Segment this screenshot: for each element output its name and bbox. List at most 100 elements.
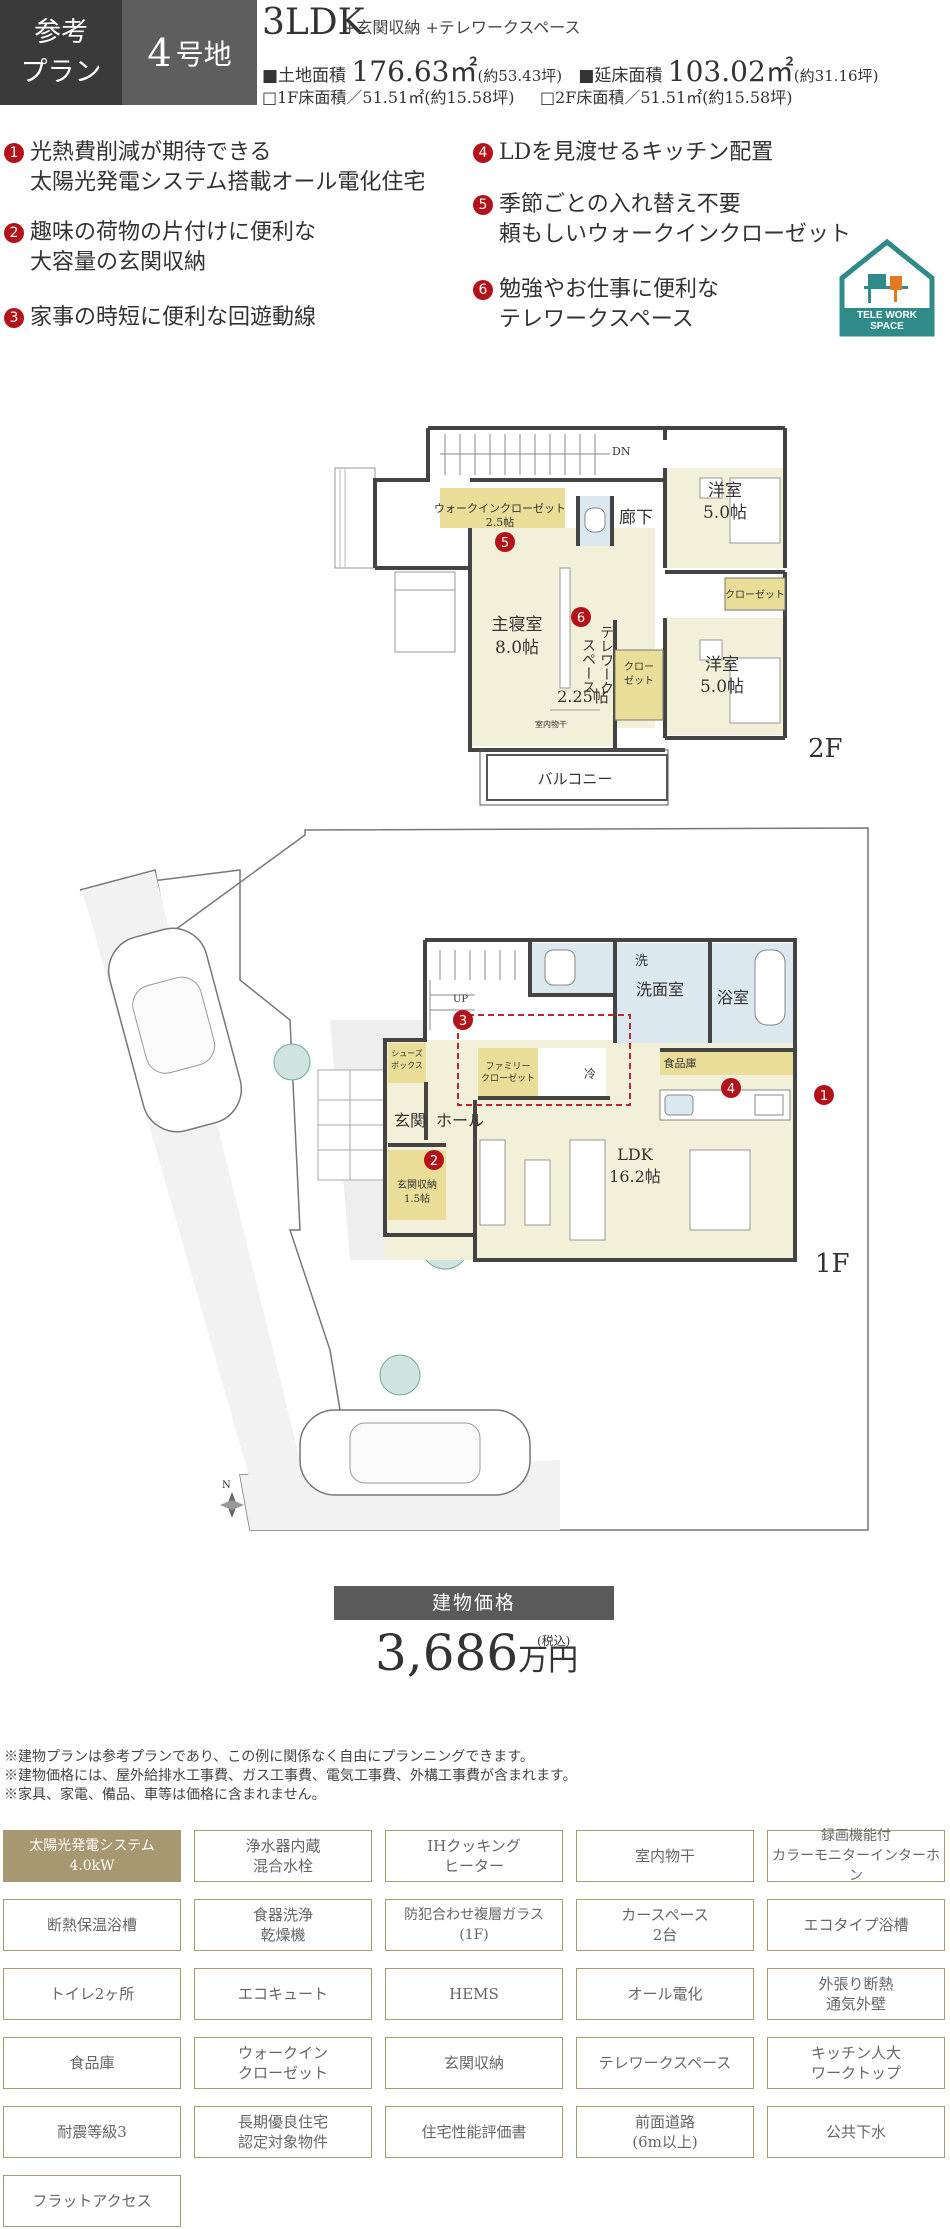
bathroom-label: 浴室 <box>717 988 749 1007</box>
western-room1-size: 5.0帖 <box>703 503 747 523</box>
floor2-plan: DN ウォークインクローゼット 2.5帖 廊下 洋室 5.0帖 クローゼット 主… <box>334 426 843 806</box>
equipment-item: トイレ2ヶ所 <box>3 1968 181 2020</box>
ldk-size: 16.2帖 <box>609 1167 661 1186</box>
note-line: ※建物プランは参考プランであり、この例に関係なく自由にプランニングできます。 <box>4 1749 534 1765</box>
indoor-dry-label: 室内物干 <box>535 719 567 729</box>
equipment-item: カースペース 2台 <box>576 1899 754 1951</box>
north-label: N <box>222 1480 231 1491</box>
equipment-item: 食器洗浄 乾燥機 <box>194 1899 372 1951</box>
marker-5 <box>495 532 515 552</box>
equipment-item: ウォークイン クローゼット <box>194 2037 372 2089</box>
feature-number: 3 <box>4 308 24 328</box>
washroom-label: 洗面室 <box>636 980 684 999</box>
land-area-tsubo: (約53.43坪) <box>477 67 563 85</box>
chair-desk-icon <box>864 274 908 303</box>
equipment-item: エコキュート <box>194 1968 372 2020</box>
equipment-item: 食品庫 <box>3 2037 181 2089</box>
feature-text-2: 大容量の玄関収納 <box>30 250 207 275</box>
marker-2 <box>424 1150 444 1170</box>
equipment-item: 耐震等級3 <box>3 2106 181 2158</box>
feature-text: 季節ごとの入れ替え不要 <box>499 192 741 217</box>
layout-extra: +玄関収納 +テレワークスペース <box>343 18 581 37</box>
equipment-item: オール電化 <box>576 1968 754 2020</box>
feature-text: 勉強やお仕事に便利な <box>499 277 720 302</box>
price-label: 建物価格 <box>334 1586 614 1620</box>
feature-text: 趣味の荷物の片付けに便利な <box>30 220 317 245</box>
price-unit: 万円 <box>518 1643 579 1678</box>
layout-title: 3LDK <box>262 2 365 43</box>
land-area-label: ■土地面積 <box>262 66 347 86</box>
car-2 <box>299 1409 531 1496</box>
floor-area-tsubo: (約31.16坪) <box>793 67 879 85</box>
family-closet-label: ファミリー <box>485 1062 530 1072</box>
equipment-item: テレワークスペース <box>576 2037 754 2089</box>
telework-space-badge: TELE WORK SPACE <box>839 238 935 337</box>
tag-line2: プラン <box>20 56 102 88</box>
floor1-area: □1F床面積／51.51㎡(約15.58坪) <box>262 88 515 107</box>
shoes-box-label-2: ボックス <box>391 1061 423 1070</box>
price-value: 3,686 <box>375 1624 519 1682</box>
closet2-label: クロー <box>624 661 654 673</box>
floor-plans: DN ウォークインクローゼット 2.5帖 廊下 洋室 5.0帖 クローゼット 主… <box>79 426 869 1531</box>
equipment-item: 太陽光発電システム 4.0kW <box>3 1830 181 1882</box>
feature-3: 3 家事の時短に便利な回遊動線 <box>4 303 316 333</box>
telework-size: 2.25帖 <box>557 687 609 706</box>
compass-icon: N <box>220 1480 244 1518</box>
western-room1-label: 洋室 <box>708 481 742 501</box>
car-1 <box>107 927 243 1133</box>
marker-6-num: 6 <box>577 611 585 626</box>
hall-label: ホール <box>436 1111 484 1130</box>
feature-text: 家事の時短に便利な回遊動線 <box>30 305 317 330</box>
feature-text-2: テレワークスペース <box>499 307 694 332</box>
feature-6: 6 勉強やお仕事に便利な テレワークスペース <box>473 275 719 335</box>
marker-5-num: 5 <box>501 536 509 551</box>
notes: ※建物プランは参考プランであり、この例に関係なく自由にプランニングできます。 ※… <box>4 1748 577 1805</box>
wic-size: 2.5帖 <box>486 516 515 529</box>
feature-number: 6 <box>473 280 493 300</box>
master-bedroom-size: 8.0帖 <box>495 638 539 658</box>
equipment-item: 公共下水 <box>767 2106 945 2158</box>
feature-text-2: 頼もしいウォークインクローゼット <box>499 222 852 247</box>
equipment-item: キッチン人大 ワークトップ <box>767 2037 945 2089</box>
entrance-label: 玄関 <box>394 1111 426 1130</box>
marker-4 <box>721 1078 741 1098</box>
tree-1 <box>273 1043 311 1081</box>
entrance-storage-size: 1.5帖 <box>404 1192 430 1205</box>
equipment-item: 外張り断熱 通気外壁 <box>767 1968 945 2020</box>
marker-1 <box>814 1085 834 1105</box>
hallway-2f-label: 廊下 <box>619 508 653 528</box>
feature-number: 4 <box>473 143 493 163</box>
floor1-label: 1F <box>815 1249 850 1279</box>
equipment-item: 住宅性能評価書 <box>385 2106 563 2158</box>
family-closet-label-2: クローゼット <box>481 1072 535 1084</box>
marker-3 <box>453 1010 473 1030</box>
badge-line1: TELE WORK <box>857 310 918 321</box>
pantry-label: 食品庫 <box>664 1056 697 1070</box>
floor2-label: 2F <box>808 734 843 764</box>
reference-plan-tag: 参考 プラン <box>0 0 122 105</box>
floor-area-label: ■延床面積 <box>578 66 663 86</box>
fridge-label: 冷 <box>584 1067 596 1081</box>
master-bedroom-label: 主寝室 <box>492 614 543 635</box>
note-line: ※建物価格には、屋外給排水工事費、ガス工事費、電気工事費、外構工事費が含まれます… <box>4 1768 577 1784</box>
equipment-item: 防犯合わせ複層ガラス (1F) <box>385 1899 563 1951</box>
equipment-item: 玄関収納 <box>385 2037 563 2089</box>
feature-text: 光熱費削減が期待できる <box>30 140 272 165</box>
marker-2-num: 2 <box>430 1154 438 1169</box>
entrance-storage-label: 玄関収納 <box>397 1178 437 1191</box>
western-room2-label: 洋室 <box>705 655 739 675</box>
price-value-row: 3,686万円 (税込) <box>375 1624 578 1682</box>
lot-number-tag: 4 号地 <box>122 0 257 105</box>
tree-3 <box>379 1354 421 1396</box>
dn-label: DN <box>612 445 631 458</box>
floor-area-value: 103.02㎡ <box>667 55 794 88</box>
feature-1: 1 光熱費削減が期待できる 太陽光発電システム搭載オール電化住宅 <box>4 138 425 198</box>
equipment-item: 前面道路 (6m以上) <box>576 2106 754 2158</box>
feature-number: 1 <box>4 143 24 163</box>
equipment-item: フラットアクセス <box>3 2175 181 2227</box>
equipment-item: 浄水器内蔵 混合水栓 <box>194 1830 372 1882</box>
feature-text-2: 太陽光発電システム搭載オール電化住宅 <box>30 170 426 195</box>
